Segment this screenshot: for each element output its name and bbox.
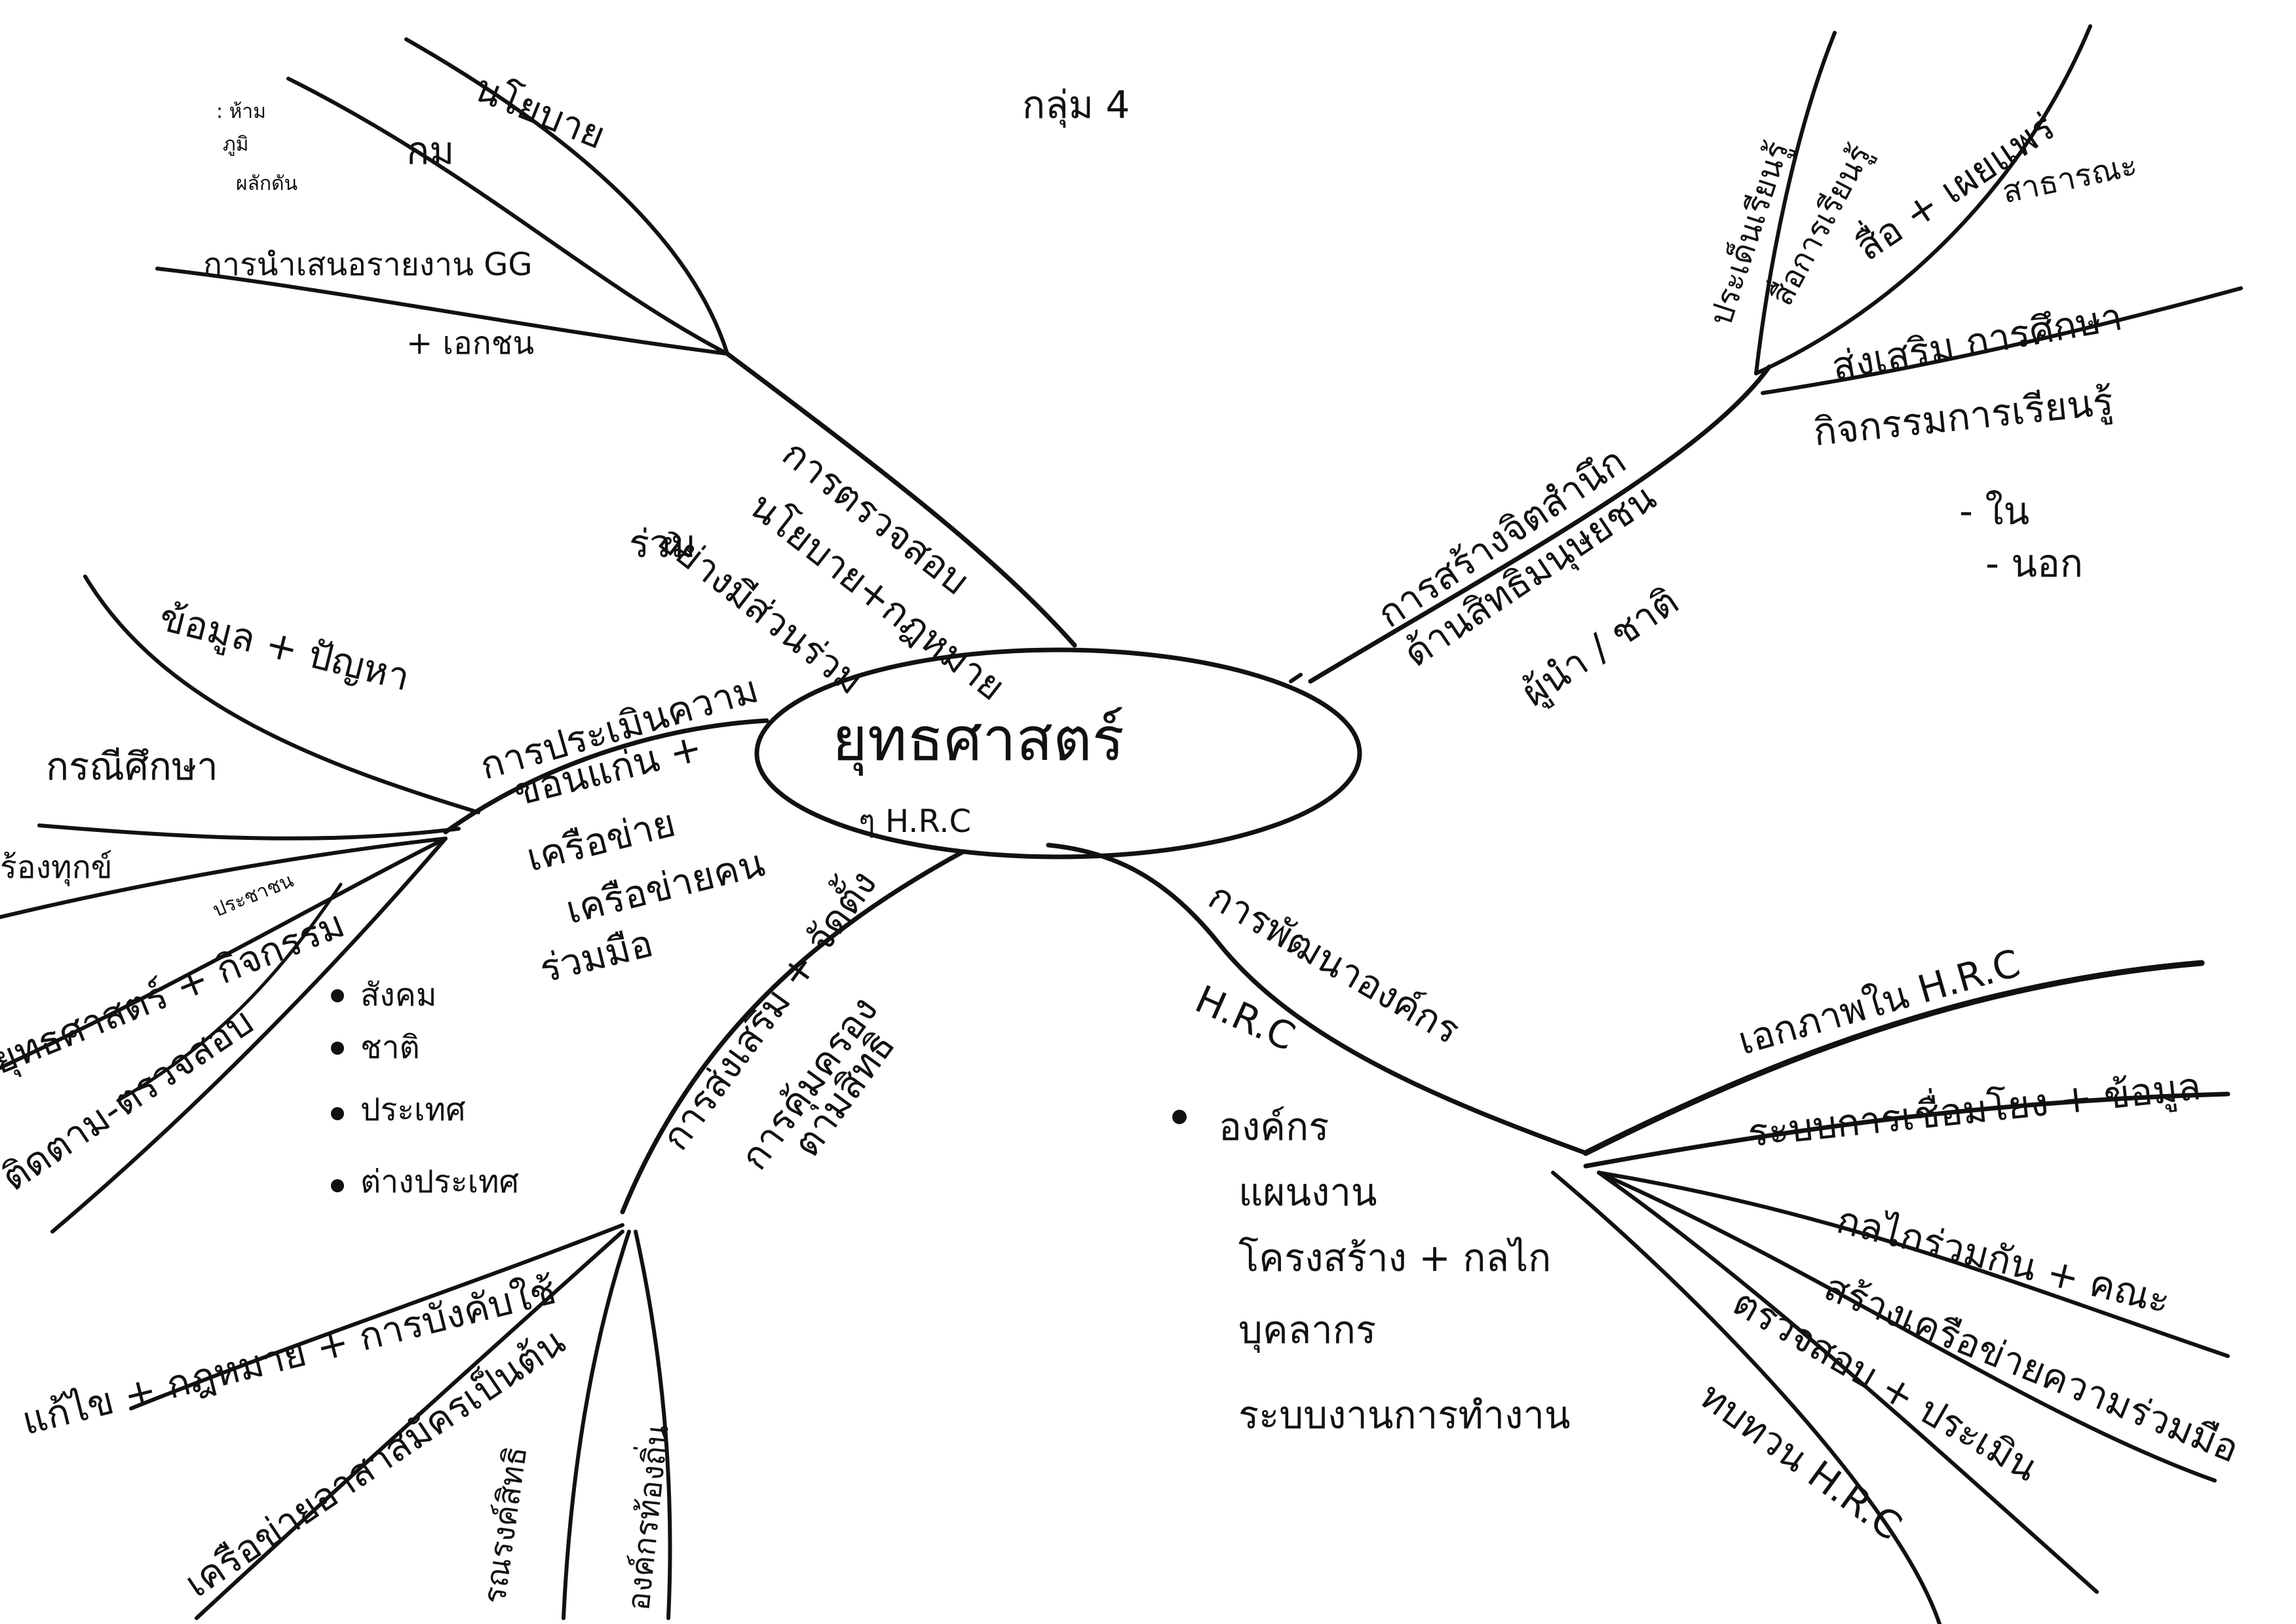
left-bullet-3: ประเทศ [360, 1091, 466, 1128]
sub-small-2: ภูมิ [223, 133, 249, 156]
sub-tr-outside-text: - นอก [1985, 541, 2083, 586]
center-ellipse [754, 647, 1362, 859]
center-tr-connector [1289, 673, 1303, 683]
top-right-label-3: ผู้นำ / ชาติ [1514, 578, 1687, 715]
sub-complaint-line [0, 837, 448, 919]
sub-law-line [286, 77, 729, 356]
center-title: ยุทธศาสตร์ [832, 704, 1124, 776]
left-bullet-dot-3 [331, 1107, 344, 1120]
sub-bl-network-line [195, 1230, 624, 1620]
group-label: กลุ่ม 4 [1022, 83, 1130, 128]
sub-br-review-line [1551, 1171, 1942, 1624]
left-bullet-1: สังคม [360, 977, 436, 1013]
sub-eval-line-2 [116, 882, 343, 1103]
branch-top-left-line [725, 351, 1077, 648]
sub-data-text: ข้อมูล + ปัญหา [155, 595, 414, 700]
sub-law-text: กม [406, 128, 454, 173]
sub-public-text: ประชาชน [210, 869, 297, 922]
left-bullet-4: ต่างประเทศ [360, 1163, 519, 1200]
sub-data-line [83, 575, 480, 814]
branch-bottom-right-line [1046, 842, 1588, 1156]
sub-small-3: ผลักดัน [236, 172, 297, 195]
sub-tr-edu-line [1754, 31, 1837, 375]
left-label-5: ร่วมมือ [535, 920, 657, 991]
sub-strategy-line [0, 837, 448, 1070]
sub-small-1: : ห้าม [216, 100, 266, 123]
top-left-label-4: ร่วม [629, 521, 696, 566]
sub-case-line [37, 823, 461, 840]
bottom-right-label-2: H.R.C [1189, 977, 1301, 1059]
sub-tr-inside-text: - ใน [1959, 489, 2029, 533]
sub-br-network-text: ระบบการเชื่อมโยง + ข้อมูล [1746, 1060, 2203, 1156]
sub-bl-rights-text: รณรงค์สิทธิ [476, 1444, 534, 1606]
sub-tr-activity-text: กิจกรรมการเรียนรู้ [1811, 379, 2115, 455]
branch-bottom-right: การพัฒนาองค์กร H.R.C เอกภาพใน H.R.C ระบบ… [1046, 842, 2245, 1624]
branch-top-right-line [1308, 364, 1772, 684]
br-bullet-5: ระบบงานการทำงาน [1238, 1393, 1571, 1437]
sub-tr-promote-text: ส่งเสริม การศึกษา [1829, 294, 2126, 389]
br-bullet-3: โครงสร้าง + กลไก [1238, 1236, 1551, 1280]
left-bullet-dot-4 [331, 1179, 344, 1192]
sub-complaint-text: ร้องทุกข์ [0, 849, 113, 886]
sub-report-text: การนำเสนอรายงาน GG [203, 246, 533, 283]
sub-bl-rights-line [562, 1230, 631, 1620]
branch-bottom-left: การส่งเสริม + จัดตั้ง การคุ้มครอง ตามสิท… [18, 849, 966, 1620]
sub-tr-media-line [1754, 24, 2092, 375]
branch-top-left: การตรวจสอบ นโยบาย+กฎหมาย อย่างมีส่วนร่วม… [155, 37, 1077, 709]
sub-bl-local-line [634, 1230, 672, 1620]
sub-case-text: กรณีศึกษา [46, 744, 218, 789]
sub-policy-line [404, 37, 729, 356]
left-bullet-dot-1 [331, 989, 344, 1002]
sub-br-network-line [1583, 1091, 2230, 1169]
left-bullet-2: ชาติ [360, 1029, 420, 1066]
left-bullet-dot-2 [331, 1042, 344, 1055]
br-bullet-2: แผนงาน [1238, 1170, 1377, 1215]
sub-bl-law-line [129, 1223, 624, 1410]
sub-bl-local-text: องค์กรท้องถิ่น [616, 1422, 676, 1612]
br-bullet-4: บุคลากร [1238, 1308, 1376, 1353]
branch-top-right: การสร้างจิตสำนึก ด้านสิทธิมนุษยชน ผู้นำ … [1289, 24, 2243, 715]
branch-bottom-left-line [620, 849, 966, 1215]
sub-br-check-line [1597, 1171, 2099, 1594]
sub-br-partners-line [1597, 1171, 2217, 1482]
branch-left-line [443, 718, 769, 835]
sub-tr-promote-line [1761, 286, 2243, 395]
sub-br-independence-line [1582, 960, 2205, 1156]
br-bullet-1: องค์กร [1219, 1105, 1329, 1149]
sub-br-mechanism-line [1597, 1171, 2230, 1358]
sub-eval-line [50, 837, 448, 1234]
br-bullet-dot-1 [1172, 1110, 1187, 1124]
sub-policy-text: นโยบาย [469, 66, 611, 158]
sub-report-text-2: + เอกชน [406, 325, 534, 362]
sub-report-line [155, 267, 729, 356]
center-subtitle: ๆ H.R.C [858, 803, 971, 840]
